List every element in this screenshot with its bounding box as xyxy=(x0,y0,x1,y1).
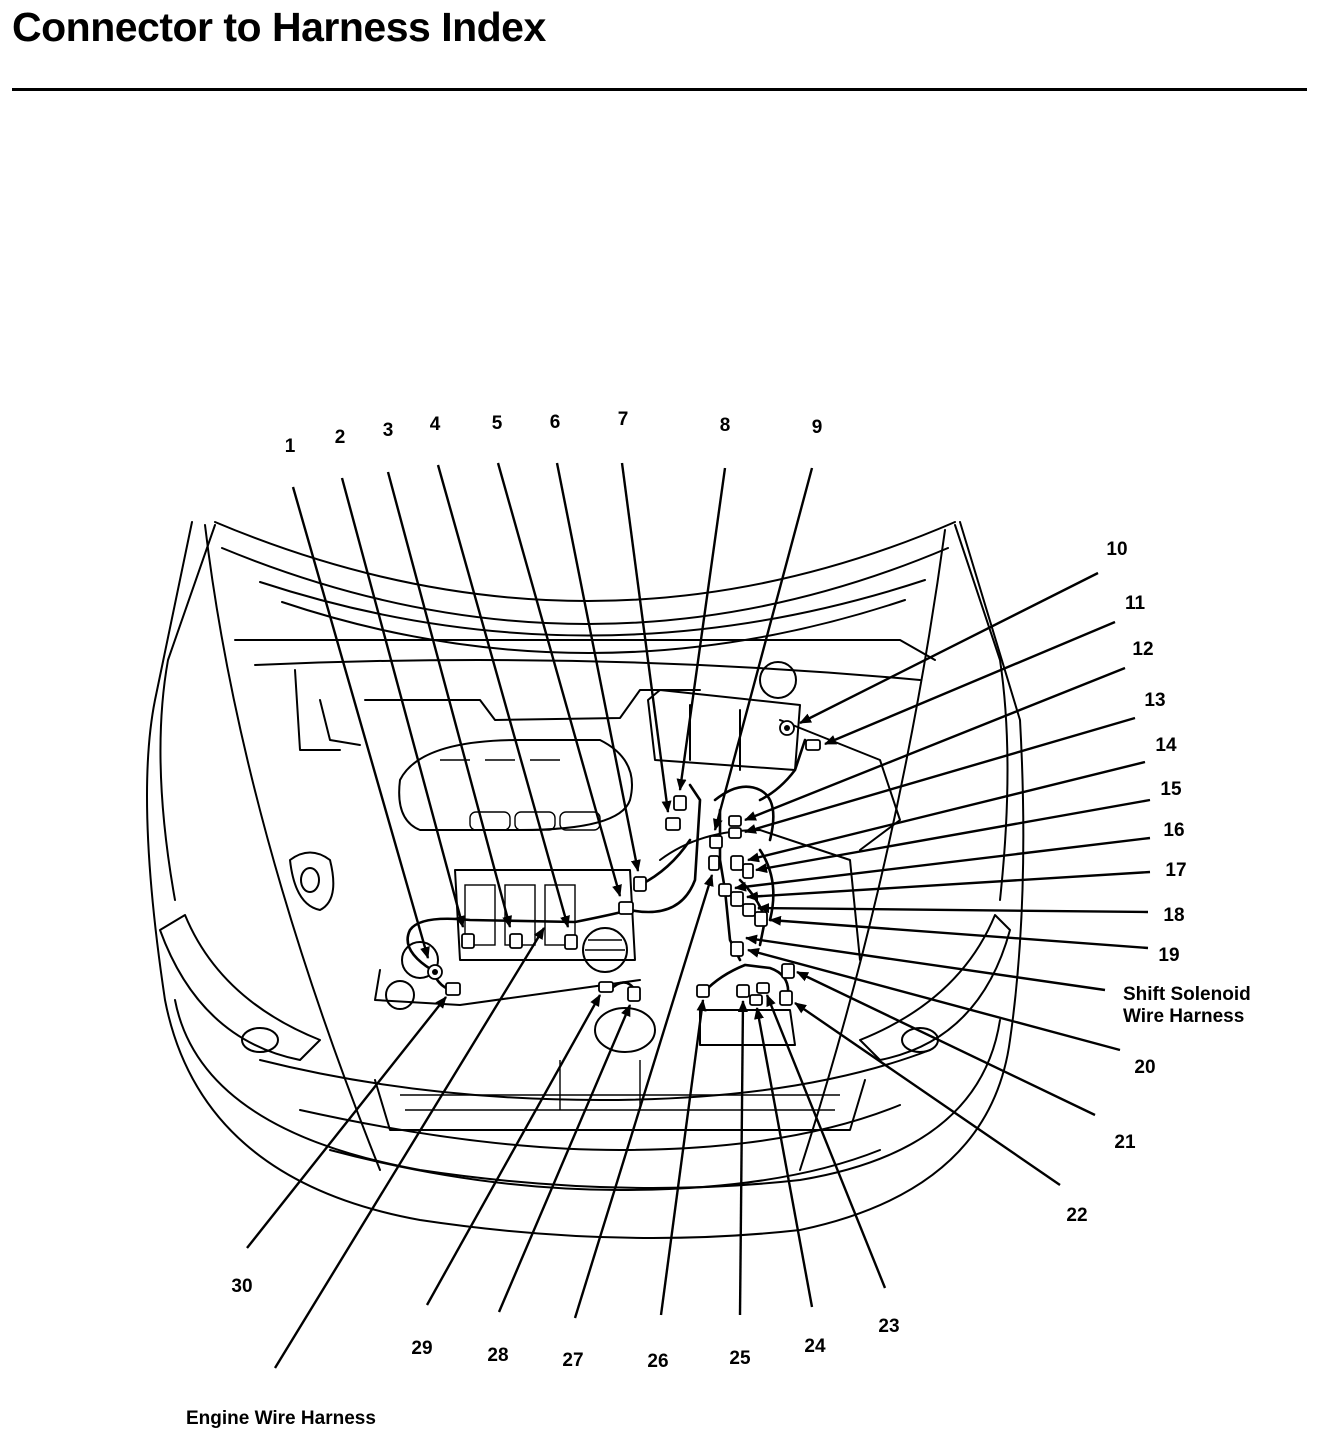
leader-11 xyxy=(824,620,1116,746)
leader-29 xyxy=(425,994,602,1306)
vehicle-body-outline xyxy=(146,521,1025,1239)
engine-wire-harness-label: Engine Wire Harness xyxy=(186,1408,376,1429)
callout-19: 19 xyxy=(1158,945,1179,966)
callout-6: 6 xyxy=(550,412,561,433)
callout-11: 11 xyxy=(1125,593,1146,614)
leader-23 xyxy=(765,994,887,1289)
callout-3: 3 xyxy=(383,420,394,441)
leader-28 xyxy=(497,1004,632,1313)
leader-24 xyxy=(754,1007,814,1308)
callout-12: 12 xyxy=(1132,639,1153,660)
leader-18 xyxy=(757,903,1149,914)
leader-10 xyxy=(799,571,1099,725)
callout-5: 5 xyxy=(492,413,503,434)
callout-9: 9 xyxy=(812,417,823,438)
leader-9 xyxy=(713,467,814,831)
leader-14 xyxy=(747,760,1146,863)
leader-22 xyxy=(794,1002,1061,1186)
callout-21: 21 xyxy=(1114,1132,1136,1153)
leader-1 xyxy=(291,486,430,959)
callout-4: 4 xyxy=(430,414,441,435)
leader-15 xyxy=(755,798,1151,873)
callout-15: 15 xyxy=(1160,779,1182,800)
callout-numbers: 1 2 3 4 5 6 7 8 9 10 11 12 13 14 15 16 1… xyxy=(231,409,1186,1372)
shift-solenoid-label-line2: Wire Harness xyxy=(1123,1006,1244,1027)
leader-5 xyxy=(496,462,622,897)
leader-26 xyxy=(659,999,707,1316)
leader-21 xyxy=(796,970,1096,1117)
title-divider xyxy=(12,88,1307,91)
callout-14: 14 xyxy=(1155,735,1177,756)
leader-27 xyxy=(573,874,714,1319)
callout-20: 20 xyxy=(1134,1057,1155,1078)
leader-2 xyxy=(340,477,465,928)
callout-25: 25 xyxy=(729,1348,751,1369)
callout-26: 26 xyxy=(647,1351,668,1372)
leader-engine-harness xyxy=(273,927,546,1369)
leader-16 xyxy=(734,836,1151,892)
leader-13 xyxy=(744,716,1136,834)
callout-23: 23 xyxy=(878,1316,899,1337)
callout-10: 10 xyxy=(1106,539,1127,560)
leader-19 xyxy=(769,915,1149,950)
leader-shift-solenoid xyxy=(745,934,1106,992)
callout-2: 2 xyxy=(335,427,346,448)
callout-17: 17 xyxy=(1165,860,1186,881)
leader-4 xyxy=(436,464,570,928)
callout-18: 18 xyxy=(1163,905,1184,926)
leader-7 xyxy=(620,462,672,813)
callout-7: 7 xyxy=(618,409,629,430)
shift-solenoid-label-line1: Shift Solenoid xyxy=(1123,984,1251,1005)
leader-30 xyxy=(246,996,447,1249)
callout-27: 27 xyxy=(562,1350,583,1371)
callout-13: 13 xyxy=(1144,690,1165,711)
callout-16: 16 xyxy=(1163,820,1184,841)
leader-17 xyxy=(746,870,1151,902)
page-title: Connector to Harness Index xyxy=(12,4,546,50)
connectors xyxy=(427,720,821,1006)
leader-8 xyxy=(676,467,727,791)
leader-20 xyxy=(747,948,1121,1052)
callout-22: 22 xyxy=(1066,1205,1087,1226)
leader-lines xyxy=(246,462,1151,1369)
leader-25 xyxy=(737,1000,748,1316)
leader-3 xyxy=(386,471,512,928)
callout-29: 29 xyxy=(411,1338,432,1359)
callout-24: 24 xyxy=(804,1336,826,1357)
leader-12 xyxy=(744,666,1126,822)
callout-28: 28 xyxy=(487,1345,508,1366)
callout-1: 1 xyxy=(285,436,296,457)
callout-30: 30 xyxy=(231,1276,252,1297)
callout-8: 8 xyxy=(720,415,731,436)
leader-6 xyxy=(555,462,641,872)
